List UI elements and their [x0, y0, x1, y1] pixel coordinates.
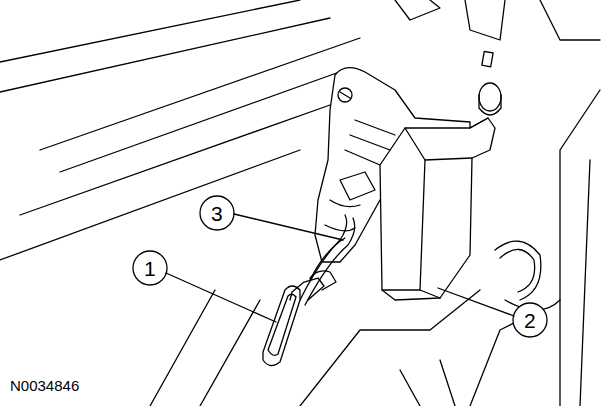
callout-number: 1: [144, 258, 156, 279]
figure-code: N0034846: [10, 378, 79, 393]
connector-part-1: [263, 271, 336, 366]
callout-number: 3: [211, 203, 223, 224]
leader-lines: [166, 214, 514, 322]
cover-part-2: [380, 118, 495, 300]
callout-circles: [133, 196, 547, 337]
callout-number: 2: [524, 310, 536, 331]
